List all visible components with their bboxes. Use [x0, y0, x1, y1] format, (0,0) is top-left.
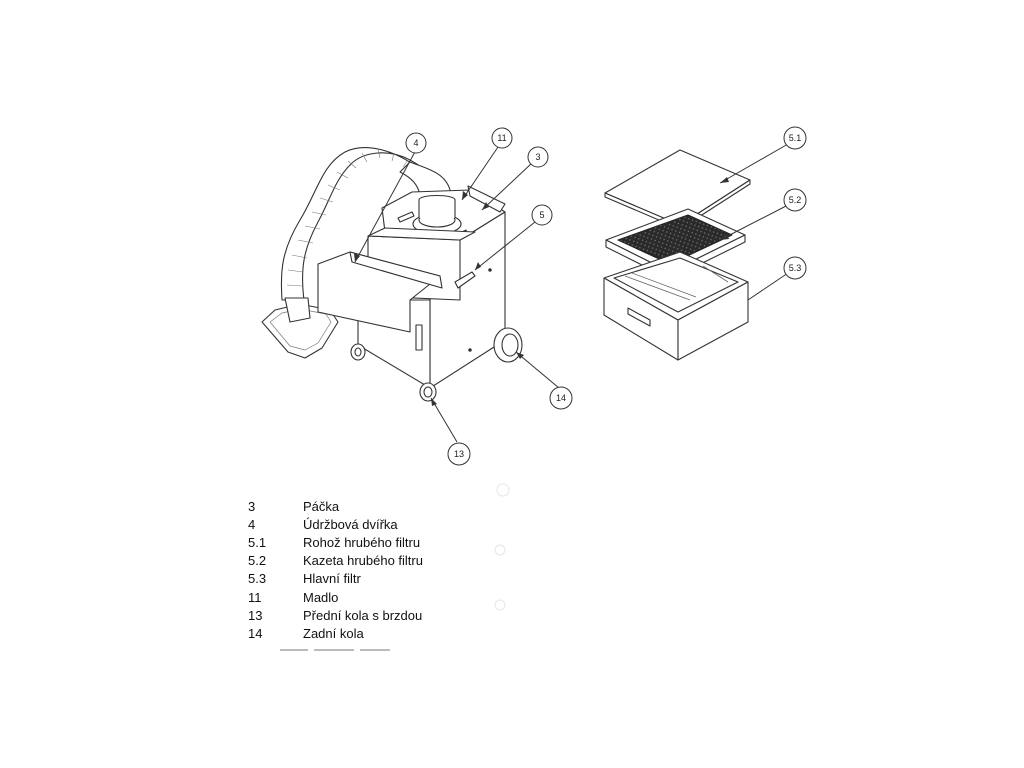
- filter-exploded-view: [603, 149, 751, 361]
- legend-label: Přední kola s brzdou: [303, 607, 423, 623]
- svg-text:5.2: 5.2: [789, 195, 802, 205]
- legend-label: Údržbová dvířka: [303, 516, 398, 532]
- svg-text:4: 4: [413, 138, 418, 148]
- legend-row: 4 Údržbová dvířka: [248, 515, 508, 533]
- handle: [467, 185, 506, 213]
- legend-number: 3: [248, 498, 256, 514]
- legend-number: 11: [248, 589, 262, 605]
- svg-text:5.3: 5.3: [789, 263, 802, 273]
- callout-3: 3: [527, 146, 549, 168]
- svg-text:13: 13: [454, 449, 464, 459]
- callout-5-2: 5.2: [783, 188, 807, 212]
- legend-number: 13: [248, 607, 263, 623]
- legend-number: 5.3: [248, 571, 267, 587]
- fume-extractor-drawing: [261, 147, 523, 402]
- legend-label: Madlo: [303, 589, 339, 605]
- faint-watermark: [494, 483, 510, 611]
- lever: [454, 271, 476, 289]
- main-filter-handle: [627, 307, 651, 327]
- legend-label: Kazeta hrubého filtru: [303, 553, 423, 569]
- callout-4: 4: [405, 132, 427, 154]
- svg-text:5.1: 5.1: [789, 133, 802, 143]
- main-filter-box-side: [677, 281, 749, 361]
- callout-11: 11: [491, 127, 513, 149]
- rear-wheel: [493, 327, 523, 363]
- legend-row: 14 Zadní kola: [248, 624, 508, 642]
- legend-number: 5.2: [248, 553, 267, 569]
- legend-row: 5.3 Hlavní filtr: [248, 570, 508, 588]
- callout-5: 5: [531, 204, 553, 226]
- legend-row: 11 Madlo: [248, 588, 508, 606]
- legend-label: Rohož hrubého filtru: [303, 534, 421, 550]
- legend-number: 14: [248, 625, 263, 641]
- front-wheel-right: [419, 382, 437, 402]
- legend-row: 13 Přední kola s brzdou: [248, 606, 508, 624]
- parts-legend: 3 Páčka 4 Údržbová dvířka 5.1 Rohož hrubého f…: [248, 497, 508, 643]
- svg-text:5: 5: [539, 210, 544, 220]
- legend-number: 5.1: [248, 534, 267, 550]
- legend-cut-off-row: [280, 646, 450, 654]
- svg-text:3: 3: [535, 152, 540, 162]
- callout-5-1: 5.1: [783, 126, 807, 150]
- extraction-hood: [261, 303, 339, 359]
- callout-13: 13: [447, 442, 471, 466]
- legend-row: 3 Páčka: [248, 497, 508, 515]
- legend-row: 5.1 Rohož hrubého filtru: [248, 533, 508, 551]
- callout-5-3: 5.3: [783, 256, 807, 280]
- legend-label: Hlavní filtr: [303, 571, 361, 587]
- legend-label: Páčka: [303, 498, 340, 514]
- legend-label: Zadní kola: [303, 625, 364, 641]
- legend-row: 5.2 Kazeta hrubého filtru: [248, 552, 508, 570]
- legend-number: 4: [248, 516, 256, 532]
- front-wheel-left: [350, 343, 366, 361]
- svg-text:11: 11: [497, 133, 506, 143]
- svg-text:14: 14: [556, 393, 566, 403]
- callout-14: 14: [549, 386, 573, 410]
